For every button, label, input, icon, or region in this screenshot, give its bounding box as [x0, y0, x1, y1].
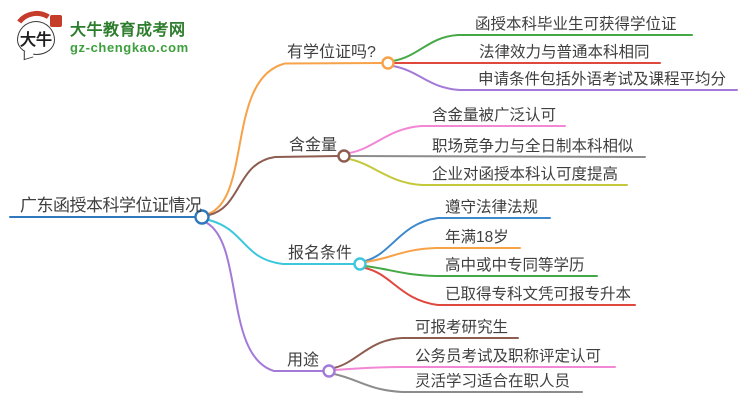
edge-branch4-leaf3	[333, 373, 583, 393]
logo-bubble-text: 大牛	[19, 32, 52, 49]
edge-branch2-leaf3	[348, 158, 628, 186]
leaf-node[interactable]: 职场竞争力与全日制本科相似	[432, 138, 634, 155]
branch-node-has-degree[interactable]: 有学位证吗?	[287, 44, 376, 61]
edge-root-branch-3	[208, 219, 356, 265]
leaf-node[interactable]: 灵活学习适合在职人员	[415, 373, 571, 390]
logo-seal-icon	[50, 15, 62, 27]
brand-name: 大牛教育成考网	[70, 22, 186, 39]
branch-node-value[interactable]: 含金量	[289, 137, 338, 154]
leaf-node[interactable]: 已取得专科文凭可报专升本	[445, 286, 632, 303]
branch-node-requirements[interactable]: 报名条件	[288, 245, 353, 262]
root-connector[interactable]	[194, 209, 210, 225]
edge-branch2-leaf1	[348, 125, 566, 154]
leaf-node[interactable]: 法律效力与普通本科相同	[479, 44, 650, 61]
logo-mark: 大牛	[9, 7, 64, 64]
leaf-node[interactable]: 可报考研究生	[415, 319, 509, 336]
edge-branch1-leaf3	[392, 65, 738, 91]
edge-branch4-leaf2	[334, 366, 616, 371]
leaf-node[interactable]: 含金量被广泛认可	[432, 107, 557, 124]
leaf-node[interactable]: 遵守法律法规	[445, 199, 539, 216]
edge-branch3-leaf4	[364, 267, 636, 306]
leaf-node[interactable]: 函授本科毕业生可获得学位证	[475, 16, 677, 33]
logo-bubble-icon: 大牛	[17, 21, 55, 55]
branch2-connector[interactable]	[337, 149, 351, 163]
edge-root-branch-1	[207, 62, 384, 215]
brand-domain: gz-chengkao.com	[70, 40, 189, 55]
edge-branch3-leaf3	[364, 265, 598, 277]
root-node[interactable]: 广东函授本科学位证情况	[20, 196, 202, 215]
edge-root-branch-2	[208, 155, 340, 216]
site-logo[interactable]: 大牛 大牛教育成考网 gz-chengkao.com	[9, 7, 189, 64]
logo-text: 大牛教育成考网 gz-chengkao.com	[70, 21, 189, 55]
leaf-node[interactable]: 申请条件包括外语考试及课程平均分	[478, 71, 727, 88]
edge-branch4-leaf1	[333, 337, 519, 369]
branch-node-uses[interactable]: 用途	[287, 352, 320, 369]
leaf-node[interactable]: 年满18岁	[445, 229, 509, 246]
edge-root-branch-4	[206, 222, 325, 372]
leaf-node[interactable]: 企业对函授本科认可度提高	[432, 166, 619, 183]
leaf-node[interactable]: 高中或中专同等学历	[445, 257, 585, 274]
edge-branch2-leaf2	[349, 155, 646, 158]
leaf-node[interactable]: 公务员考试及职称评定认可	[415, 348, 602, 365]
edge-branch3-leaf1	[364, 217, 551, 262]
edge-branch3-leaf2	[364, 247, 521, 263]
edge-branch1-leaf1	[392, 34, 693, 62]
branch3-connector[interactable]	[353, 257, 367, 271]
branch1-connector[interactable]	[381, 56, 395, 70]
branch4-connector[interactable]	[322, 364, 336, 378]
